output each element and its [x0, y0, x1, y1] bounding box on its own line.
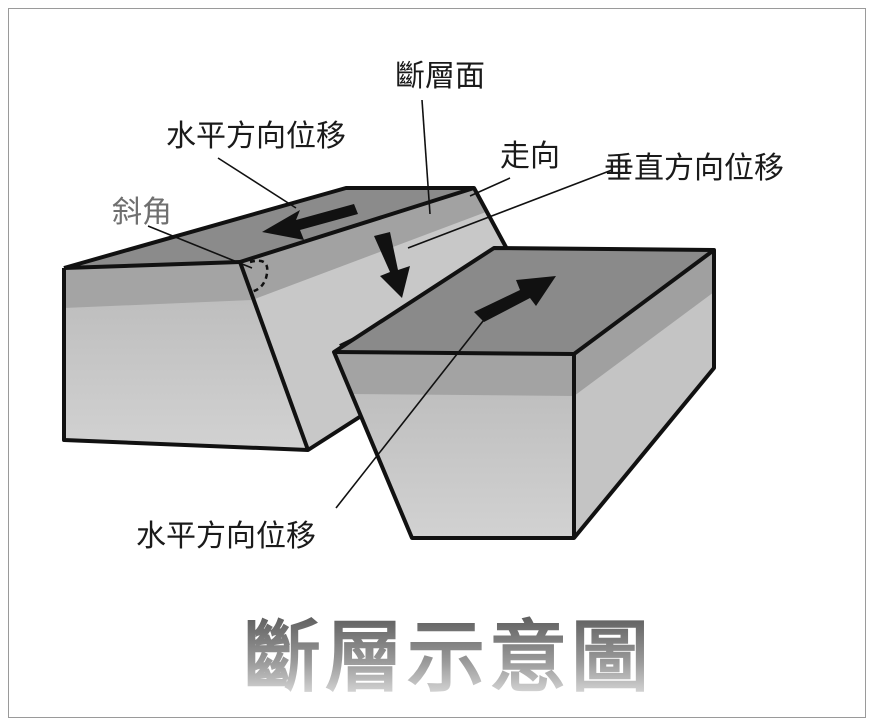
left-block-front-band: [64, 262, 252, 308]
right-block-front-band: [334, 352, 574, 396]
dip-angle-leader: [147, 225, 253, 269]
horizontal-displacement-top-label: 水平方向位移: [166, 119, 346, 154]
vertical-displacement-label: 垂直方向位移: [604, 151, 784, 186]
left-block-edge-rim: [239, 186, 475, 264]
right-block-side-band: [574, 250, 714, 396]
vertical-leader: [407, 169, 613, 249]
fault-plane-band: [240, 188, 486, 300]
diagram-title: 斷層示意圖: [243, 612, 653, 703]
fault-plane-leader: [421, 99, 431, 215]
right-block-outline: [332, 246, 716, 540]
strike-label: 走向: [500, 139, 560, 174]
strike-leader: [469, 177, 511, 197]
left-block-edge-corner: [238, 261, 310, 451]
left-block-front-face: [64, 262, 308, 450]
horizontal-displacement-bottom-label: 水平方向位移: [136, 519, 316, 554]
horizontal-arrow-left: [262, 204, 358, 240]
horizontal-bottom-leader: [335, 301, 499, 509]
vertical-arrow-down: [374, 232, 410, 298]
dip-angle-label: 斜角: [112, 195, 172, 230]
left-block-edge-top: [63, 260, 241, 270]
left-block: [62, 186, 516, 452]
left-block-outline-lower: [62, 268, 388, 452]
fault-plane-label: 斷層面: [395, 59, 485, 94]
dip-angle-arc: [249, 259, 269, 294]
diagram-frame: [8, 8, 866, 718]
horizontal-top-leader: [217, 157, 297, 209]
horizontal-arrow-right: [474, 276, 556, 322]
right-block: [332, 246, 716, 540]
right-block-side-face: [574, 250, 714, 538]
